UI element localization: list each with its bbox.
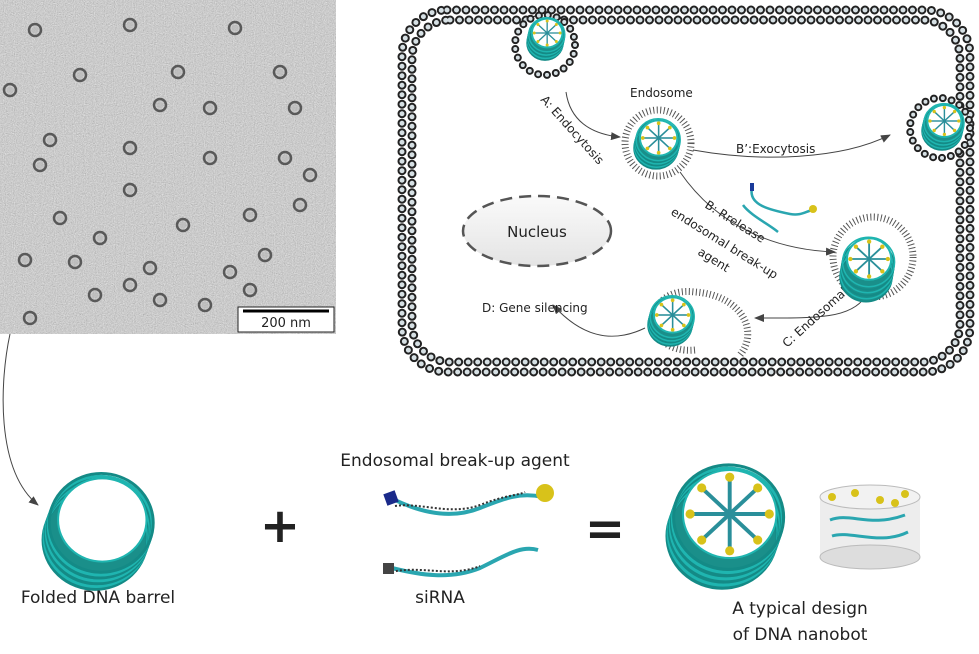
- arrow-exocytosis: [692, 134, 891, 158]
- step-d-label: D: Gene silencing: [482, 301, 588, 315]
- arrow-endocytosis: [565, 91, 621, 141]
- nanobot-released: [647, 295, 695, 347]
- plus-sign: +: [260, 498, 300, 554]
- arrow-release: [679, 171, 836, 256]
- nanobot-side-view: [819, 484, 921, 570]
- nanobot-label-line1: A typical design: [732, 599, 868, 619]
- arrow-escape: [754, 296, 866, 323]
- dna-nanobot: [665, 463, 786, 590]
- tem-micrograph: 200 nm: [0, 0, 336, 334]
- cell-membrane: [397, 5, 975, 377]
- equals-sign: =: [585, 501, 625, 557]
- nanobot-exocytosed: [921, 102, 965, 151]
- barrel-label: Folded DNA barrel: [21, 588, 175, 608]
- nanobot-in-pit: [526, 16, 566, 61]
- sirna-label: siRNA: [415, 588, 465, 608]
- sirna: [383, 546, 539, 578]
- break-up-agent: [383, 484, 554, 516]
- released-agent: [741, 183, 817, 233]
- arrow-gene-silencing: [552, 304, 646, 337]
- scale-bar-label: 200 nm: [261, 316, 311, 331]
- nucleus-label: Nucleus: [507, 223, 567, 241]
- step-a-label: A: Endocytosis: [538, 93, 607, 167]
- nanobot-label-line2: of DNA nanobot: [733, 625, 868, 645]
- step-b-prime-label: B’:Exocytosis: [736, 142, 815, 156]
- nucleus: Nucleus: [461, 194, 613, 268]
- folded-dna-barrel: [41, 472, 155, 591]
- nanobot-escaping: [839, 236, 896, 303]
- nanobot-in-endosome: [633, 118, 681, 170]
- arrow-micrograph-to-barrel: [2, 333, 39, 506]
- endosome-label: Endosome: [630, 86, 693, 100]
- barrel-particles: [2, 17, 318, 326]
- agent-label: Endosomal break-up agent: [340, 451, 570, 471]
